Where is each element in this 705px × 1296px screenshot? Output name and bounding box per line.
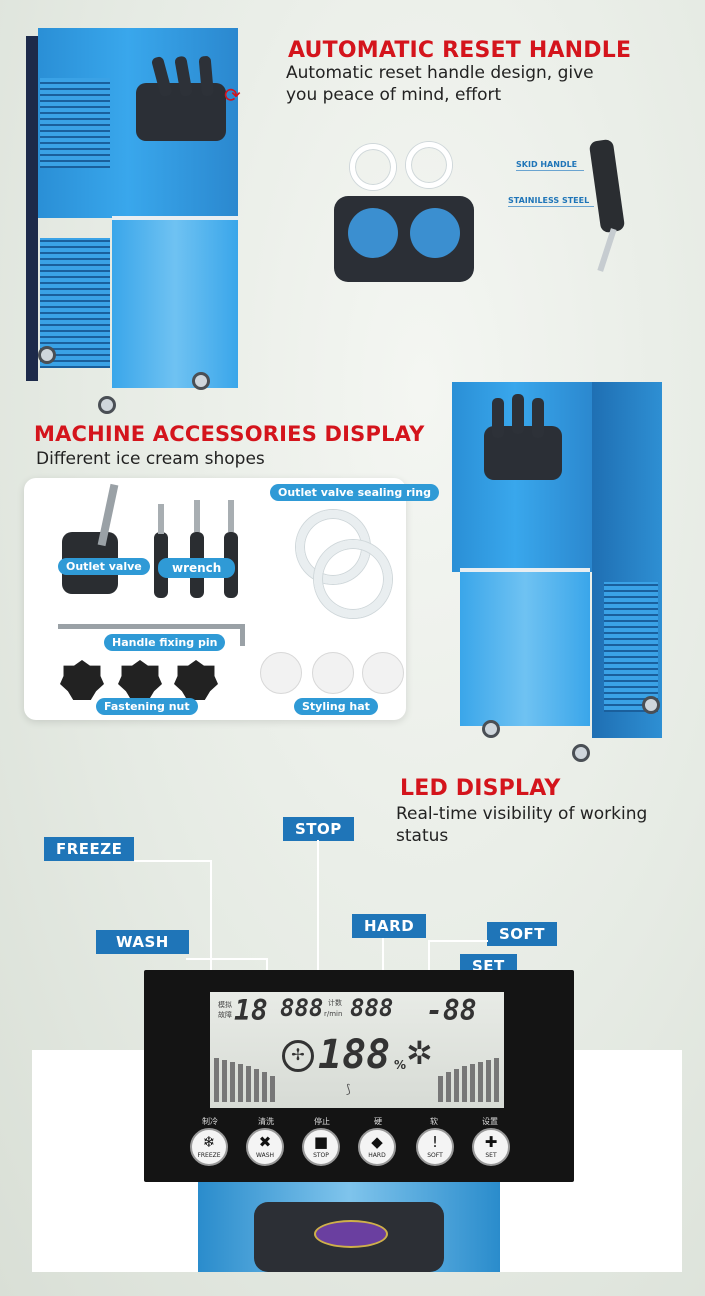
motor-wheel-icon: ✢ xyxy=(282,1040,314,1072)
btn-cn-label: 硬 xyxy=(374,1117,382,1126)
nut-icon xyxy=(118,660,162,700)
lcd-small-icon: ⟆ xyxy=(346,1082,351,1096)
hard-button[interactable]: ◆ HARD xyxy=(358,1128,396,1166)
freeze-label: FREEZE xyxy=(44,837,135,861)
btn-cn-label: 制冷 xyxy=(202,1117,218,1126)
nut-icon xyxy=(174,660,218,700)
lcd-digits-a: 18 xyxy=(234,994,268,1027)
section2-title: MACHINE ACCESSORIES DISPLAY xyxy=(34,422,425,446)
nut-icon xyxy=(60,660,104,700)
seal-ring xyxy=(406,142,452,188)
machine-image-right xyxy=(452,372,666,762)
handle-image xyxy=(588,138,626,234)
skid-handle-label: SKID HANDLE xyxy=(516,160,578,169)
stop-square-icon: ■ xyxy=(313,1133,329,1151)
fastening-nut-label: Fastening nut xyxy=(96,698,198,715)
styling-hat-image xyxy=(362,652,404,694)
seal-ring xyxy=(350,144,396,190)
btn-cn-label: 停止 xyxy=(314,1117,330,1126)
section1-subtitle: Automatic reset handle design, give you … xyxy=(286,63,594,105)
section2-subtitle: Different ice cream shopes xyxy=(36,449,265,469)
fan-icon: ✲ xyxy=(406,1034,433,1072)
lcd-digits-d: -88 xyxy=(426,994,477,1027)
fixing-pin-label: Handle fixing pin xyxy=(104,634,226,651)
nozzle-plate xyxy=(334,196,474,282)
lcd-count-label: 计数 xyxy=(328,999,342,1007)
styling-hat-image xyxy=(312,652,354,694)
wash-button[interactable]: ✖ WASH xyxy=(246,1128,284,1166)
led-control-panel: 模拟 故障 18 888 计数 r/min 888 -88 ✢ 188 % ✲ … xyxy=(144,970,574,1182)
freeze-button[interactable]: ❄ FREEZE xyxy=(190,1128,228,1166)
lcd-digits-c: 888 xyxy=(350,994,394,1022)
lcd-digits-b: 888 xyxy=(280,994,324,1022)
btn-cn-label: 设置 xyxy=(482,1117,498,1126)
stainless-steel-label: STAINILESS STEEL xyxy=(508,196,590,205)
styling-hat-label: Styling hat xyxy=(294,698,378,715)
soft-button[interactable]: ! SOFT xyxy=(416,1128,454,1166)
cone-icon: ◆ xyxy=(371,1133,383,1151)
lcd-percent: % xyxy=(394,1058,407,1072)
section1-title: AUTOMATIC RESET HANDLE xyxy=(288,38,632,63)
wash-label: WASH xyxy=(96,930,189,954)
lcd-rpm-label: r/min xyxy=(324,1010,343,1018)
section3-subtitle: Real-time visibility of working status xyxy=(396,804,648,846)
tools-icon: ✚ xyxy=(484,1133,498,1151)
outlet-valve-label: Outlet valve xyxy=(58,558,150,575)
machine-closeup-image xyxy=(198,1180,500,1272)
snowflake-icon: ❄ xyxy=(202,1133,216,1151)
stop-label: STOP xyxy=(283,817,354,841)
stop-button[interactable]: ■ STOP xyxy=(302,1128,340,1166)
fan-blade-icon: ✖ xyxy=(258,1133,272,1151)
accessories-card: Outlet valve wrench Outlet valve sealing… xyxy=(24,478,439,720)
section3-title: LED DISPLAY xyxy=(400,776,561,801)
wrench-label: wrench xyxy=(158,558,236,578)
set-button[interactable]: ✚ SET xyxy=(472,1128,510,1166)
red-arrow-icon: ⟳ xyxy=(224,83,241,107)
btn-cn-label: 清洗 xyxy=(258,1117,274,1126)
styling-hat-image xyxy=(260,652,302,694)
lcd-small-label: 故障 xyxy=(218,1011,232,1019)
lcd-center-digits: 188 xyxy=(318,1032,391,1078)
hard-label: HARD xyxy=(352,914,427,938)
soft-label: SOFT xyxy=(487,922,558,946)
sealing-ring-label: Outlet valve sealing ring xyxy=(270,484,439,501)
lcd-screen: 模拟 故障 18 888 计数 r/min 888 -88 ✢ 188 % ✲ … xyxy=(210,992,504,1108)
lcd-small-label: 模拟 xyxy=(218,1001,232,1009)
soft-serve-icon: ! xyxy=(431,1133,438,1151)
machine-image-top: ⟳ xyxy=(26,28,241,418)
btn-cn-label: 软 xyxy=(430,1117,438,1126)
